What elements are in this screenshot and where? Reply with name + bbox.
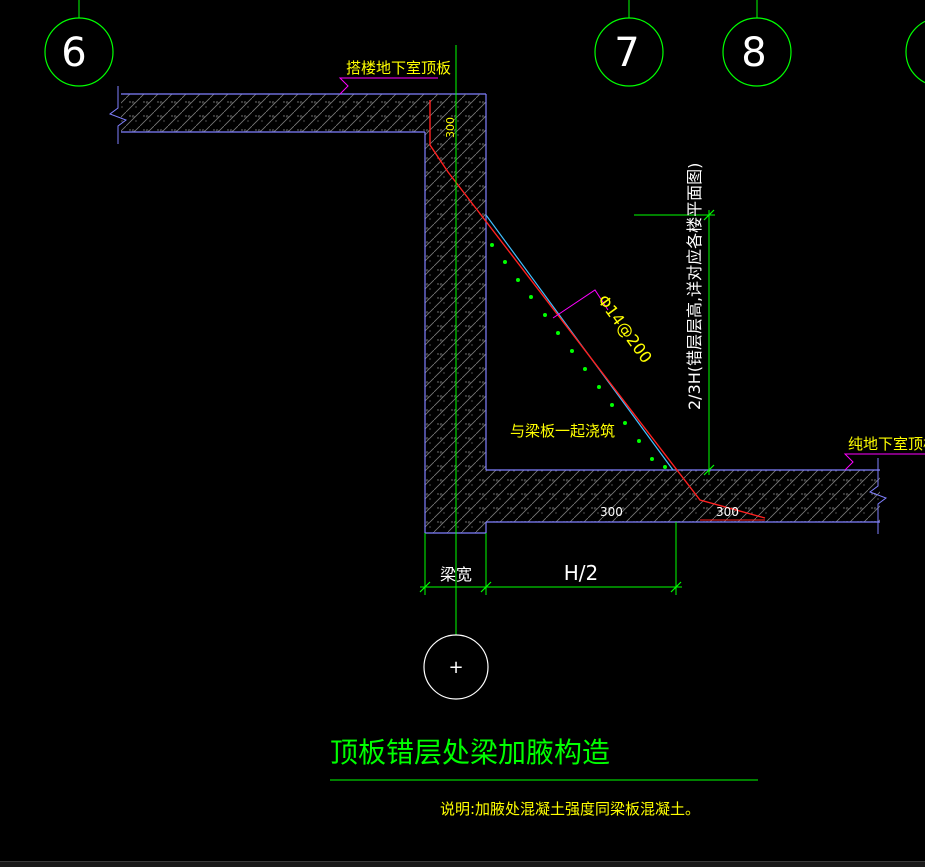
dim-beam-width: 梁宽 [440,565,472,584]
pour-note: 与梁板一起浇筑 [510,422,615,440]
center-axis: + [423,45,489,700]
grid-axis-partial [905,20,925,84]
drawing-note: 说明:加腋处混凝土强度同梁板混凝土。 [440,800,700,818]
dim-300-top: 300 [444,117,457,138]
upper-slab [108,86,486,144]
haunch-rebar [429,100,766,519]
grid-axis-8: 8 [722,0,792,87]
grid-axis-7-label: 7 [614,30,639,76]
top-slab-label-group: 搭楼地下室顶板 [338,59,451,95]
haunch-height-label: 2/3H(错层层高,详对应各楼平面图) [685,163,704,410]
grid-axis-6: 6 [44,0,114,87]
axis-mark: + [448,657,463,678]
grid-axis-6-label: 6 [61,30,86,76]
rebar-dots [490,243,667,469]
rebar-label: Φ14@200 [594,291,656,366]
haunch-height-dimension: 2/3H(错层层高,详对应各楼平面图) [634,163,715,476]
bottom-dimension: 梁宽 H/2 [419,522,682,595]
lower-slab [485,458,888,534]
right-slab-label: 纯地下室顶板 [848,435,925,453]
dim-half-h: H/2 [564,561,599,585]
dim-300-end: 300 [716,505,739,519]
grid-axis-7: 7 [594,0,664,87]
grid-axis-8-label: 8 [741,30,766,76]
status-bar [0,861,925,867]
drawing-title: 顶板错层处梁加腋构造 [330,736,610,769]
dim-300-end-group: 300 [700,505,765,521]
dim-300-slab: 300 [600,505,623,519]
top-slab-label: 搭楼地下室顶板 [346,59,451,77]
right-slab-label-group: 纯地下室顶板 [843,435,925,471]
